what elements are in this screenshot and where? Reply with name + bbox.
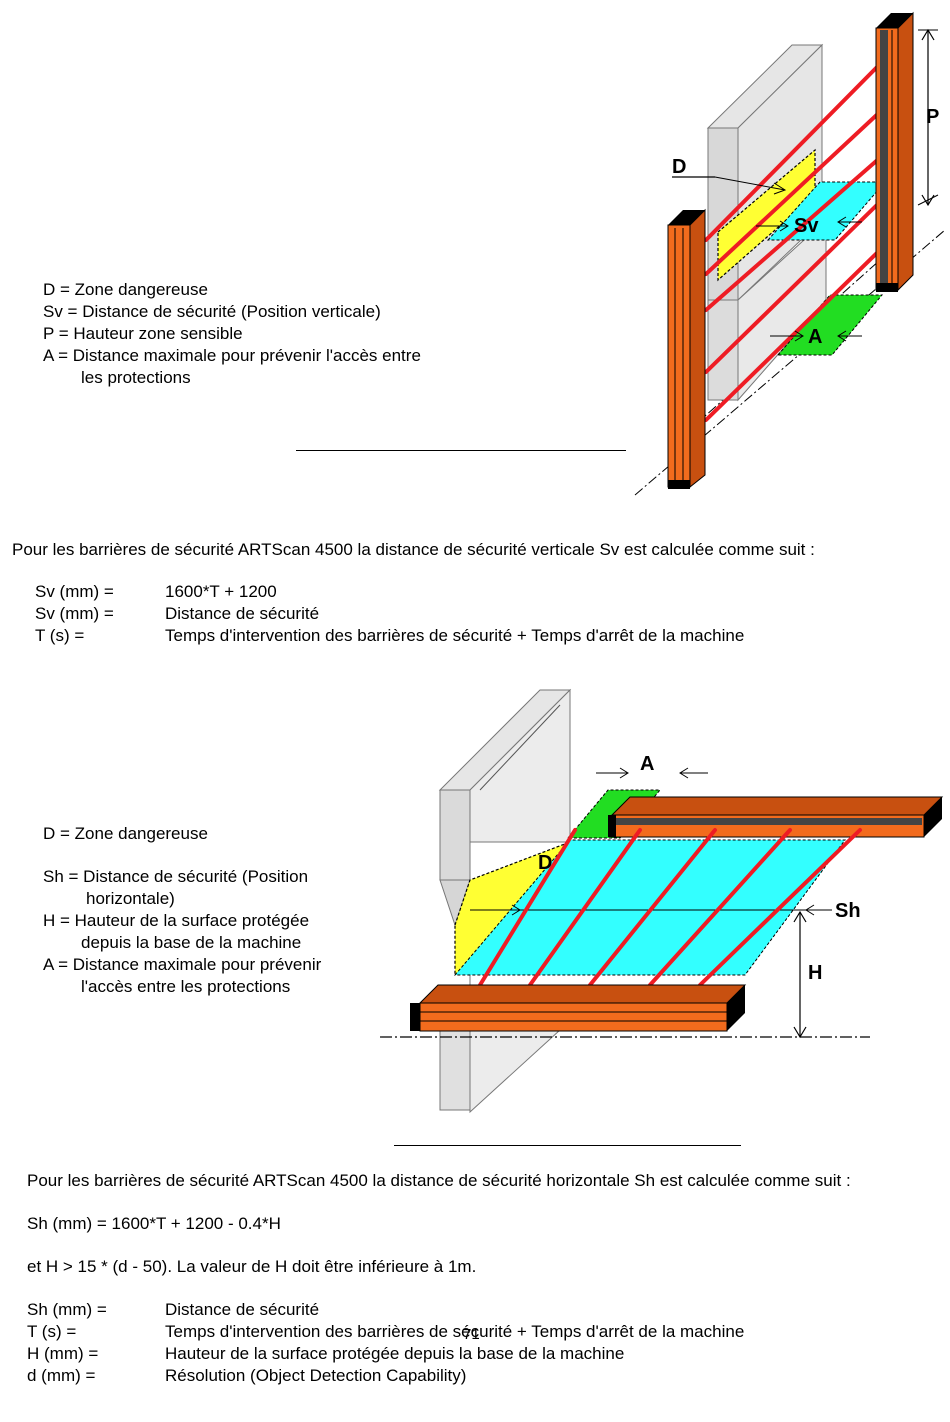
barrier-column-left — [667, 208, 706, 489]
machine-press-2 — [438, 688, 572, 1114]
def-term: Sh (mm) = — [27, 1300, 107, 1319]
section1-intro: Pour les barrières de sécurité ARTScan 4… — [12, 540, 815, 559]
section2-definitions: Sh (mm) = Distance de sécurité T (s) = Tem… — [27, 1299, 744, 1387]
legend-line: horizontale) — [86, 889, 175, 908]
section2-intro: Pour les barrières de sécurité ARTScan 4… — [27, 1171, 851, 1190]
page-number: 71 — [463, 1326, 480, 1343]
label-d-2: D — [538, 852, 552, 874]
def-term: T (s) = — [35, 626, 85, 645]
light-beams-2 — [478, 828, 862, 987]
label-a-1: A — [808, 326, 822, 348]
legend-line: les protections — [81, 368, 191, 387]
label-a-2: A — [640, 753, 654, 775]
def-term: d (mm) = — [27, 1366, 96, 1385]
divider-2 — [394, 1145, 741, 1146]
divider-1 — [296, 450, 626, 451]
label-h: H — [808, 962, 822, 984]
legend-line: P = Hauteur zone sensible — [43, 324, 243, 343]
barrier-bar-back — [608, 796, 944, 838]
section1-definitions: Sv (mm) = 1600*T + 1200 Sv (mm) = Distance… — [35, 581, 744, 647]
legend-line: D = Zone dangereuse — [43, 824, 208, 843]
figure2-legend: D = Zone dangereuse Sh = Distance de séc… — [43, 823, 321, 998]
def-desc: Résolution (Object Detection Capability) — [165, 1366, 467, 1385]
legend-line: l'accès entre les protections — [81, 977, 291, 996]
barrier-bar-front — [410, 984, 747, 1032]
barrier-column-right — [875, 11, 914, 292]
legend-line: Sh = Distance de sécurité (Position — [43, 867, 309, 886]
legend-line: H = Hauteur de la surface protégée — [43, 911, 310, 930]
def-desc: Distance de sécurité — [165, 1300, 320, 1319]
light-beams-1 — [704, 60, 884, 422]
figure1-legend: D = Zone dangereuse Sv = Distance de séc… — [43, 279, 421, 389]
section2-formula: Sh (mm) = 1600*T + 1200 - 0.4*H — [27, 1214, 281, 1233]
label-sh: Sh — [835, 900, 861, 922]
legend-line: A = Distance maximale pour prévenir l'ac… — [43, 346, 421, 365]
def-desc: Hauteur de la surface protégée depuis la… — [165, 1344, 625, 1363]
def-desc: Temps d'intervention des barrières de sé… — [165, 626, 745, 645]
def-desc: Temps d'intervention des barrières de sé… — [165, 1322, 745, 1341]
label-sv: Sv — [794, 215, 819, 237]
legend-line: A = Distance maximale pour prévenir — [43, 955, 322, 974]
def-desc: 1600*T + 1200 — [165, 582, 277, 601]
figure-vertical-barrier: D Sv P A — [634, 11, 946, 496]
def-term: H (mm) = — [27, 1344, 99, 1363]
legend-line: depuis la base de la machine — [81, 933, 302, 952]
def-term: Sv (mm) = — [35, 582, 114, 601]
figure-horizontal-barrier: A D Sh H — [380, 688, 944, 1114]
def-desc: Distance de sécurité — [165, 604, 320, 623]
label-p: P — [926, 106, 939, 128]
def-term: T (s) = — [27, 1322, 77, 1341]
section2-condition: et H > 15 * (d - 50). La valeur de H doi… — [27, 1257, 477, 1276]
label-d-1: D — [672, 156, 686, 178]
legend-line: Sv = Distance de sécurité (Position vert… — [43, 302, 381, 321]
def-term: Sv (mm) = — [35, 604, 114, 623]
legend-line: D = Zone dangereuse — [43, 280, 208, 299]
